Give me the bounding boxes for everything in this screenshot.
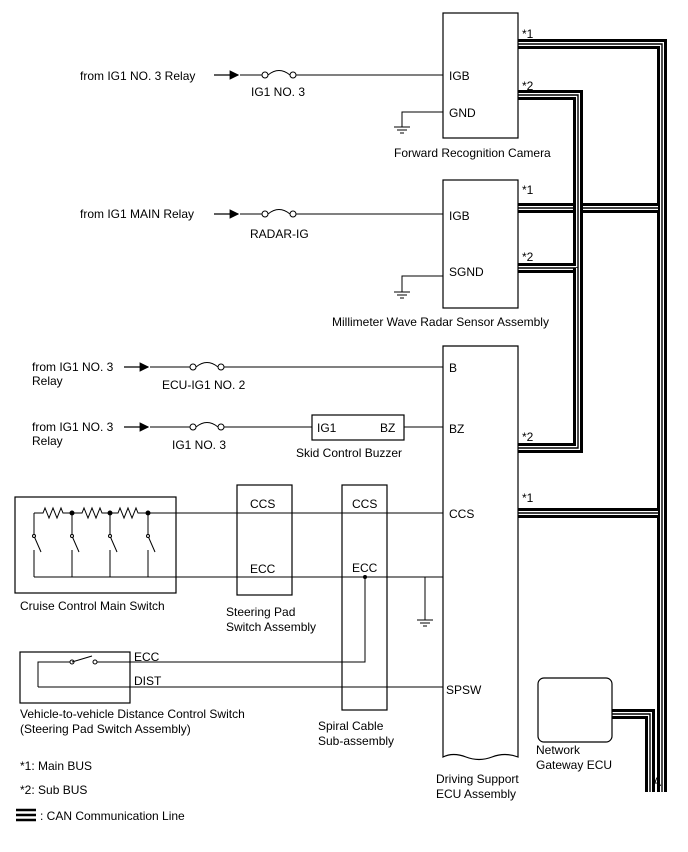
ecu-block: B BZ CCS SPSW Driving Support ECU Assemb…	[436, 345, 534, 801]
camera-source-label: from IG1 NO. 3 Relay	[80, 69, 195, 83]
ecu-pin-bz: BZ	[449, 422, 464, 436]
ecu-main-bus-mark: *1	[522, 491, 534, 505]
cruise-switch-label: Cruise Control Main Switch	[20, 599, 165, 613]
ecu-label-line2: ECU Assembly	[436, 787, 516, 801]
radar-pin-igb: IGB	[449, 209, 470, 223]
gateway-label-line1: Network	[536, 743, 581, 757]
buzzer-fuse-label: IG1 NO. 3	[172, 438, 226, 452]
steering-pad-pin-ccs: CCS	[250, 497, 275, 511]
ecu-b-source-line2: Relay	[32, 374, 63, 388]
spiral-pin-ecc: ECC	[352, 561, 378, 575]
distance-switch-label-line2: (Steering Pad Switch Assembly)	[20, 722, 191, 736]
legend-sub-bus: *2: Sub BUS	[20, 783, 87, 797]
camera-sub-bus-mark: *2	[522, 79, 534, 93]
buzzer-circuit: from IG1 NO. 3 Relay IG1 NO. 3 IG1 BZ Sk…	[32, 414, 443, 460]
legend: *1: Main BUS *2: Sub BUS : CAN Communica…	[16, 759, 185, 823]
radar-power-wire: from IG1 MAIN Relay RADAR-IG	[80, 207, 443, 299]
buzzer-source-line2: Relay	[32, 434, 63, 448]
camera-block: IGB GND Forward Recognition Camera *1 *2	[394, 12, 551, 160]
can-bus-lines	[518, 39, 667, 792]
legend-main-bus: *1: Main BUS	[20, 759, 92, 773]
radar-main-bus-mark: *1	[522, 183, 534, 197]
camera-main-bus-mark: *1	[522, 27, 534, 41]
ecu-b-fuse-label: ECU-IG1 NO. 2	[162, 378, 246, 392]
buzzer-label: Skid Control Buzzer	[296, 446, 402, 460]
ecu-b-power-wire: from IG1 NO. 3 Relay ECU-IG1 NO. 2	[32, 360, 443, 392]
spiral-pin-ccs: CCS	[352, 497, 377, 511]
spiral-label-line2: Sub-assembly	[318, 734, 394, 748]
radar-sub-bus-mark: *2	[522, 250, 534, 264]
camera-pin-gnd: GND	[449, 106, 476, 120]
ecu-pin-b: B	[449, 361, 457, 375]
buzzer-source-line1: from IG1 NO. 3	[32, 420, 114, 434]
camera-pin-igb: IGB	[449, 69, 470, 83]
camera-label: Forward Recognition Camera	[394, 146, 551, 160]
distance-switch-pin-ecc: ECC	[134, 650, 160, 664]
gateway-block: Network Gateway ECU A	[536, 677, 661, 789]
buzzer-pin-bz: BZ	[380, 421, 395, 435]
camera-power-wire: from IG1 NO. 3 Relay IG1 NO. 3	[80, 69, 443, 134]
spiral-label-line1: Spiral Cable	[318, 719, 384, 733]
legend-can-line: : CAN Communication Line	[40, 809, 185, 823]
cruise-switch-block: Cruise Control Main Switch	[14, 496, 443, 627]
distance-switch-label-line1: Vehicle-to-vehicle Distance Control Swit…	[20, 707, 245, 721]
steering-pad-label-line1: Steering Pad	[226, 605, 295, 619]
spiral-cable-block: CCS ECC Spiral Cable Sub-assembly	[130, 484, 443, 748]
radar-pin-sgnd: SGND	[449, 265, 484, 279]
steering-pad-pin-ecc: ECC	[250, 562, 276, 576]
radar-block: IGB SGND Millimeter Wave Radar Sensor As…	[332, 179, 549, 329]
ecu-pin-ccs: CCS	[449, 507, 474, 521]
gateway-label-line2: Gateway ECU	[536, 758, 612, 772]
ecu-b-source-line1: from IG1 NO. 3	[32, 360, 114, 374]
radar-fuse-label: RADAR-IG	[250, 227, 309, 241]
camera-fuse-label: IG1 NO. 3	[251, 85, 305, 99]
ecu-sub-bus-mark: *2	[522, 430, 534, 444]
distance-switch-block: ECC DIST Vehicle-to-vehicle Distance Con…	[19, 650, 245, 736]
distance-switch-pin-dist: DIST	[134, 674, 162, 688]
terminal-a-label: A	[653, 775, 661, 789]
steering-pad-block: CCS ECC Steering Pad Switch Assembly	[226, 484, 316, 634]
ecu-pin-spsw: SPSW	[446, 683, 482, 697]
radar-source-label: from IG1 MAIN Relay	[80, 207, 194, 221]
radar-label: Millimeter Wave Radar Sensor Assembly	[332, 315, 549, 329]
buzzer-pin-ig1: IG1	[317, 421, 337, 435]
ecu-label-line1: Driving Support	[436, 772, 519, 786]
steering-pad-label-line2: Switch Assembly	[226, 620, 316, 634]
